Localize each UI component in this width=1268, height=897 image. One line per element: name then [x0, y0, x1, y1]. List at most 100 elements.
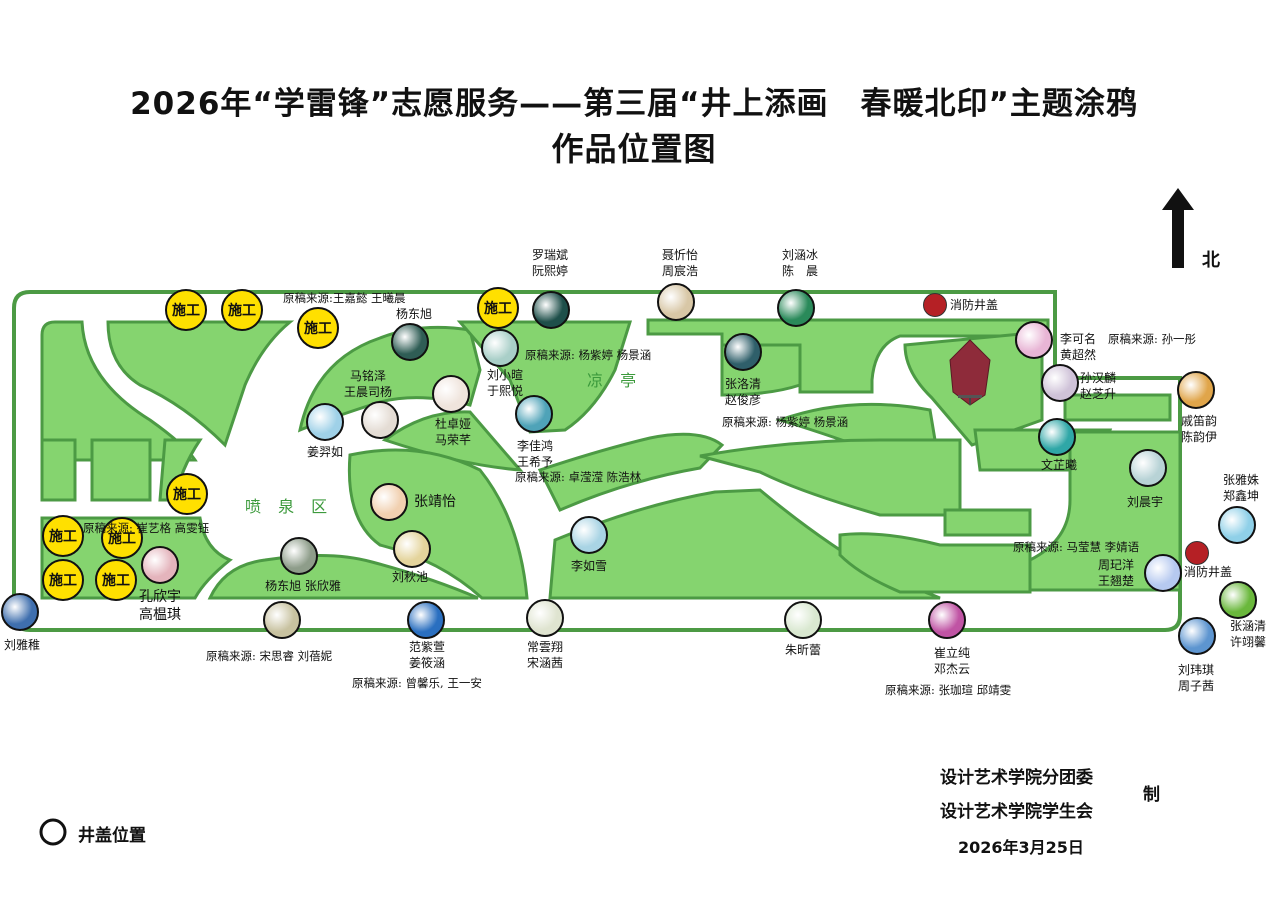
artwork-marker[interactable] — [1144, 554, 1182, 592]
original-draft-credit: 原稿来源: 宋思睿 刘蓓妮 — [206, 649, 333, 663]
original-draft-credit: 原稿来源:王嘉懿 王曦晨 — [283, 291, 406, 305]
artist-name: 刘晨宇 — [1126, 495, 1164, 509]
construction-marker: 施工 — [221, 289, 263, 331]
artist-name: 高榅琪 — [139, 607, 181, 623]
artist-name: 王晨司杨 — [343, 385, 393, 399]
artist-name: 杜卓娅 — [434, 417, 472, 431]
artist-name: 黄超然 — [1060, 348, 1097, 362]
artwork-marker[interactable] — [1177, 371, 1215, 409]
north-arrow-icon — [1162, 188, 1194, 268]
artist-name: 周玘洋 — [1097, 558, 1135, 572]
artist-name: 姜羿如 — [306, 445, 344, 459]
artist-name: 周子茜 — [1177, 679, 1215, 693]
artwork-marker[interactable] — [928, 601, 966, 639]
artwork-marker[interactable] — [391, 323, 429, 361]
artwork-marker[interactable] — [1015, 321, 1053, 359]
artwork-marker[interactable] — [784, 601, 822, 639]
artist-name: 张涵清 — [1229, 619, 1267, 633]
artist-name: 杨东旭 — [395, 307, 433, 321]
artist-name: 文芷曦 — [1040, 458, 1078, 472]
artist-name: 孔欣宇 — [139, 589, 181, 605]
construction-marker: 施工 — [42, 515, 84, 557]
artwork-marker[interactable] — [1218, 506, 1256, 544]
north-label: 北 — [1202, 250, 1220, 271]
construction-marker: 施工 — [166, 473, 208, 515]
artist-name: 赵芝升 — [1080, 387, 1117, 401]
fire-hydrant-cover-marker[interactable] — [1185, 541, 1209, 565]
artwork-marker[interactable] — [570, 516, 608, 554]
artwork-marker[interactable] — [1041, 364, 1079, 402]
artist-name: 杨东旭 张欣雅 — [265, 579, 341, 593]
artwork-marker[interactable] — [515, 395, 553, 433]
footer-org2: 设计艺术学院学生会 — [940, 802, 1093, 822]
artist-name: 孙汉麟 — [1080, 371, 1117, 385]
original-draft-credit: 原稿来源: 崔艺格 高雯钰 — [83, 521, 210, 535]
artwork-marker[interactable] — [1, 593, 39, 631]
artist-name: 许翊馨 — [1229, 635, 1267, 649]
artwork-marker[interactable] — [141, 546, 179, 584]
artwork-marker[interactable] — [407, 601, 445, 639]
artwork-marker[interactable] — [532, 291, 570, 329]
artwork-marker[interactable] — [361, 401, 399, 439]
artwork-marker[interactable] — [306, 403, 344, 441]
original-draft-credit: 原稿来源: 曾馨乐, 王一安 — [352, 676, 482, 690]
artwork-marker[interactable] — [280, 537, 318, 575]
artist-name: 郑鑫坤 — [1222, 489, 1260, 503]
artwork-marker[interactable] — [481, 329, 519, 367]
artist-name: 马铭泽 — [349, 369, 387, 383]
legend-label: 井盖位置 — [78, 826, 146, 846]
artwork-marker[interactable] — [1219, 581, 1257, 619]
artist-name: 戚笛韵 — [1180, 414, 1218, 428]
construction-marker: 施工 — [165, 289, 207, 331]
artwork-marker[interactable] — [393, 530, 431, 568]
artist-name: 范紫萱 — [408, 640, 446, 654]
artist-name: 刘秋池 — [391, 570, 429, 584]
artwork-marker[interactable] — [1129, 449, 1167, 487]
artwork-marker[interactable] — [724, 333, 762, 371]
artwork-marker[interactable] — [370, 483, 408, 521]
original-draft-credit: 原稿来源: 张珈瑄 邱靖雯 — [885, 683, 1012, 697]
artist-name: 邓杰云 — [933, 662, 971, 676]
footer-made: 制 — [1143, 785, 1160, 805]
construction-marker: 施工 — [95, 559, 137, 601]
construction-marker: 施工 — [101, 517, 143, 559]
artwork-marker[interactable] — [1038, 418, 1076, 456]
construction-marker: 施工 — [477, 287, 519, 329]
artist-name: 刘小暄 — [486, 368, 524, 382]
legend-hydrant-circle-icon — [39, 818, 67, 846]
artist-name: 王希予 — [516, 455, 554, 469]
artist-name: 朱昕蕾 — [784, 643, 822, 657]
artist-name: 李佳鸿 — [516, 439, 554, 453]
artwork-marker[interactable] — [432, 375, 470, 413]
artist-name: 张洛清 — [724, 377, 762, 391]
footer-org1: 设计艺术学院分团委 — [940, 768, 1093, 788]
construction-marker: 施工 — [297, 307, 339, 349]
artist-name: 刘雅稚 — [3, 638, 41, 652]
artist-name: 赵俊彦 — [724, 393, 762, 407]
artist-name: 周宸浩 — [661, 264, 699, 278]
artist-name: 陈韵伊 — [1180, 430, 1218, 444]
artist-name: 刘玮琪 — [1177, 663, 1215, 677]
sculpture-cube — [949, 339, 991, 406]
artist-name: 于熙悦 — [486, 384, 524, 398]
artist-name: 罗瑞斌 — [531, 248, 569, 262]
artist-name: 宋涵茜 — [526, 656, 564, 670]
artist-name: 张靖怡 — [414, 494, 456, 510]
artwork-marker[interactable] — [263, 601, 301, 639]
artwork-marker[interactable] — [777, 289, 815, 327]
artist-name: 常雲翔 — [526, 640, 564, 654]
artist-name: 阮熙婷 — [531, 264, 569, 278]
original-draft-credit: 原稿来源: 杨紫婷 杨景涵 — [525, 348, 652, 362]
artwork-marker[interactable] — [526, 599, 564, 637]
artist-name: 李可名 — [1060, 332, 1097, 346]
artwork-marker[interactable] — [657, 283, 695, 321]
original-draft-credit: 原稿来源: 孙一彤 — [1108, 332, 1197, 346]
area-fountain: 喷 泉 区 — [245, 497, 334, 516]
artwork-marker[interactable] — [1178, 617, 1216, 655]
fire-hydrant-cover-marker[interactable] — [923, 293, 947, 317]
map-title-line2: 作品位置图 — [551, 130, 717, 168]
artist-name: 马荣芊 — [434, 433, 472, 447]
fire-hydrant-cover-label: 消防井盖 — [950, 298, 999, 312]
map-title-line1: 2026年“学雷锋”志愿服务——第三届“井上添画 春暖北印”主题涂鸦 — [130, 86, 1138, 122]
artist-name: 李如雪 — [570, 559, 608, 573]
